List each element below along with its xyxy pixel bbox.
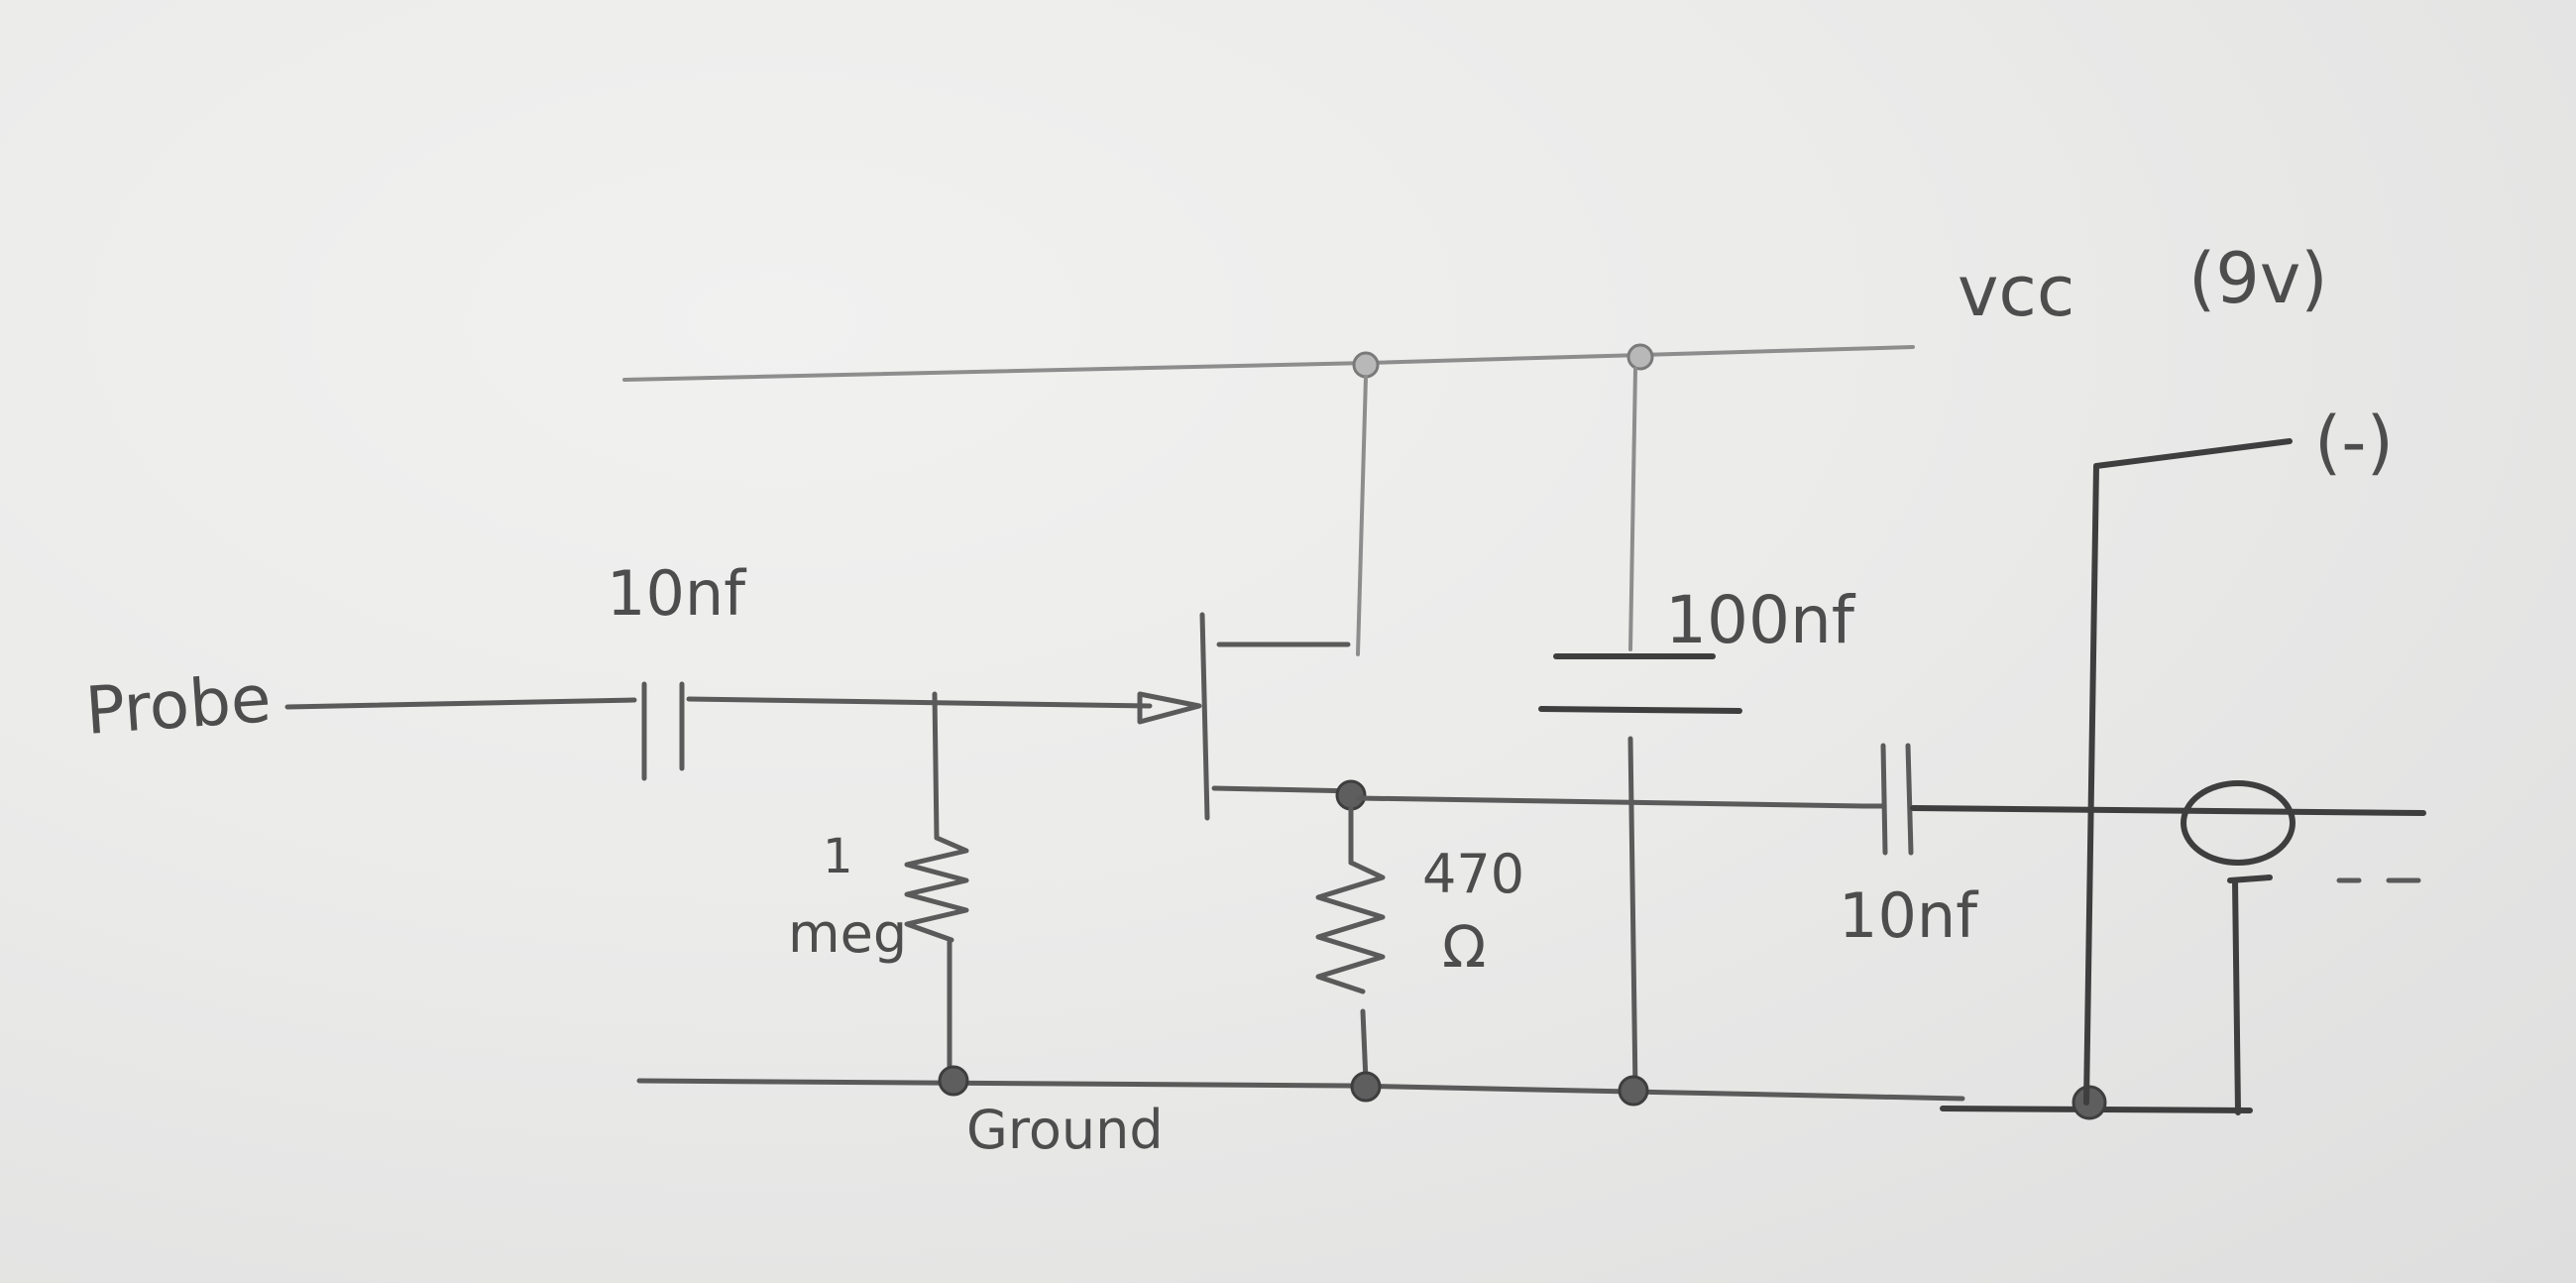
probe-label: Probe xyxy=(83,660,274,750)
output-capacitor xyxy=(1860,743,2426,856)
resistor-470-value: 470 xyxy=(1422,843,1524,905)
negative-lead xyxy=(2083,438,2293,1106)
gate-wire xyxy=(686,696,1153,709)
vcc-label: vcc xyxy=(1958,251,2074,332)
drain-wire xyxy=(1356,375,1368,656)
ground-label: Ground xyxy=(966,1099,1164,1161)
ground-node-cap xyxy=(1618,1075,1649,1107)
source-lead xyxy=(1211,785,1361,794)
resistor-470-unit: Ω xyxy=(1442,913,1486,981)
output-cap-label: 10nf xyxy=(1839,879,1979,952)
resistor-1meg-label: meg xyxy=(788,902,907,965)
negative-label: (-) xyxy=(2314,402,2394,483)
output-jack xyxy=(2181,780,2421,1115)
bypass-capacitor xyxy=(1538,367,1742,1094)
probe-wire xyxy=(284,697,637,710)
ground-node-meg xyxy=(938,1065,969,1097)
source-node xyxy=(1335,779,1367,811)
jfet-channel xyxy=(1199,612,1210,821)
ground-rail xyxy=(636,1078,1965,1102)
bypass-cap-label: 100nf xyxy=(1665,582,1856,658)
gate-arrow xyxy=(1137,691,1202,725)
vcc-voltage-label: (9v) xyxy=(2188,238,2328,319)
vcc-node-drain xyxy=(1352,351,1380,379)
source-output-wire xyxy=(1355,795,1866,809)
resistor-470 xyxy=(1315,805,1386,1084)
resistor-1meg xyxy=(904,691,969,1084)
resistor-1meg-prefix: 1 xyxy=(823,829,853,884)
input-cap-label: 10nf xyxy=(607,557,747,630)
ground-node-470 xyxy=(1350,1071,1382,1103)
vcc-node-cap xyxy=(1626,343,1654,371)
input-capacitor xyxy=(641,681,685,781)
vcc-rail xyxy=(622,345,1915,382)
